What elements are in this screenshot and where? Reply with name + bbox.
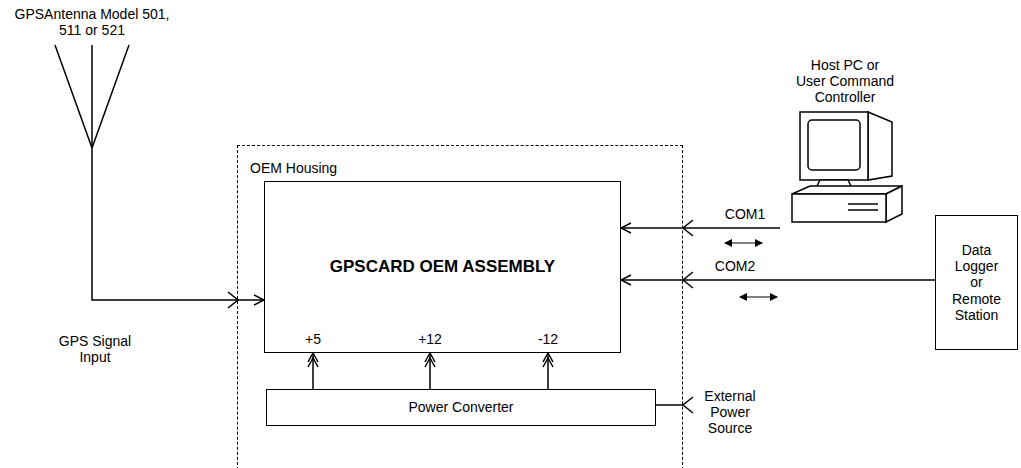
housing-outline: GPSCARD OEM ASSEMBLY Power Converter OEM H… (237, 145, 683, 468)
voltage-label: +12 (418, 331, 442, 347)
computer-node: Host PC or User Command Controller (780, 55, 910, 231)
power-connector (683, 397, 693, 413)
power-input-wire (655, 404, 683, 406)
logger-box: Data Logger or Remote Station (935, 215, 1018, 350)
voltage-label: +5 (305, 331, 321, 347)
node-text: GPSCARD OEM ASSEMBLY (330, 257, 555, 277)
converter-box: Power Converter (266, 389, 656, 426)
voltage-label: -12 (538, 331, 558, 347)
node-text: Power Converter (408, 399, 513, 415)
bidirectional-symbol (725, 243, 762, 244)
port-label: COM2 (715, 258, 755, 274)
signal-connector (547, 353, 549, 389)
power-source-label: External Power Source (700, 388, 760, 436)
node-text: Host PC or User Command Controller (795, 55, 895, 105)
node-text: Data Logger or Remote Station (951, 242, 1003, 322)
bidirectional-symbol (740, 297, 777, 298)
signal-connector (312, 353, 314, 389)
port-label: COM1 (725, 206, 765, 222)
computer-illustration (792, 112, 902, 222)
signal-connector (92, 150, 264, 300)
assembly-box: GPSCARD OEM ASSEMBLY (264, 181, 621, 353)
node-text: OEM Housing (250, 160, 337, 176)
signal-label: GPS Signal Input (55, 333, 135, 365)
antenna-node: GPSAntenna Model 501, 511 or 521 (10, 4, 174, 150)
signal-connector (621, 227, 780, 229)
node-text: GPSAntenna Model 501, 511 or 521 (10, 4, 174, 38)
signal-connector (429, 353, 431, 389)
antenna-symbol (55, 45, 129, 150)
signal-connector (621, 279, 935, 281)
